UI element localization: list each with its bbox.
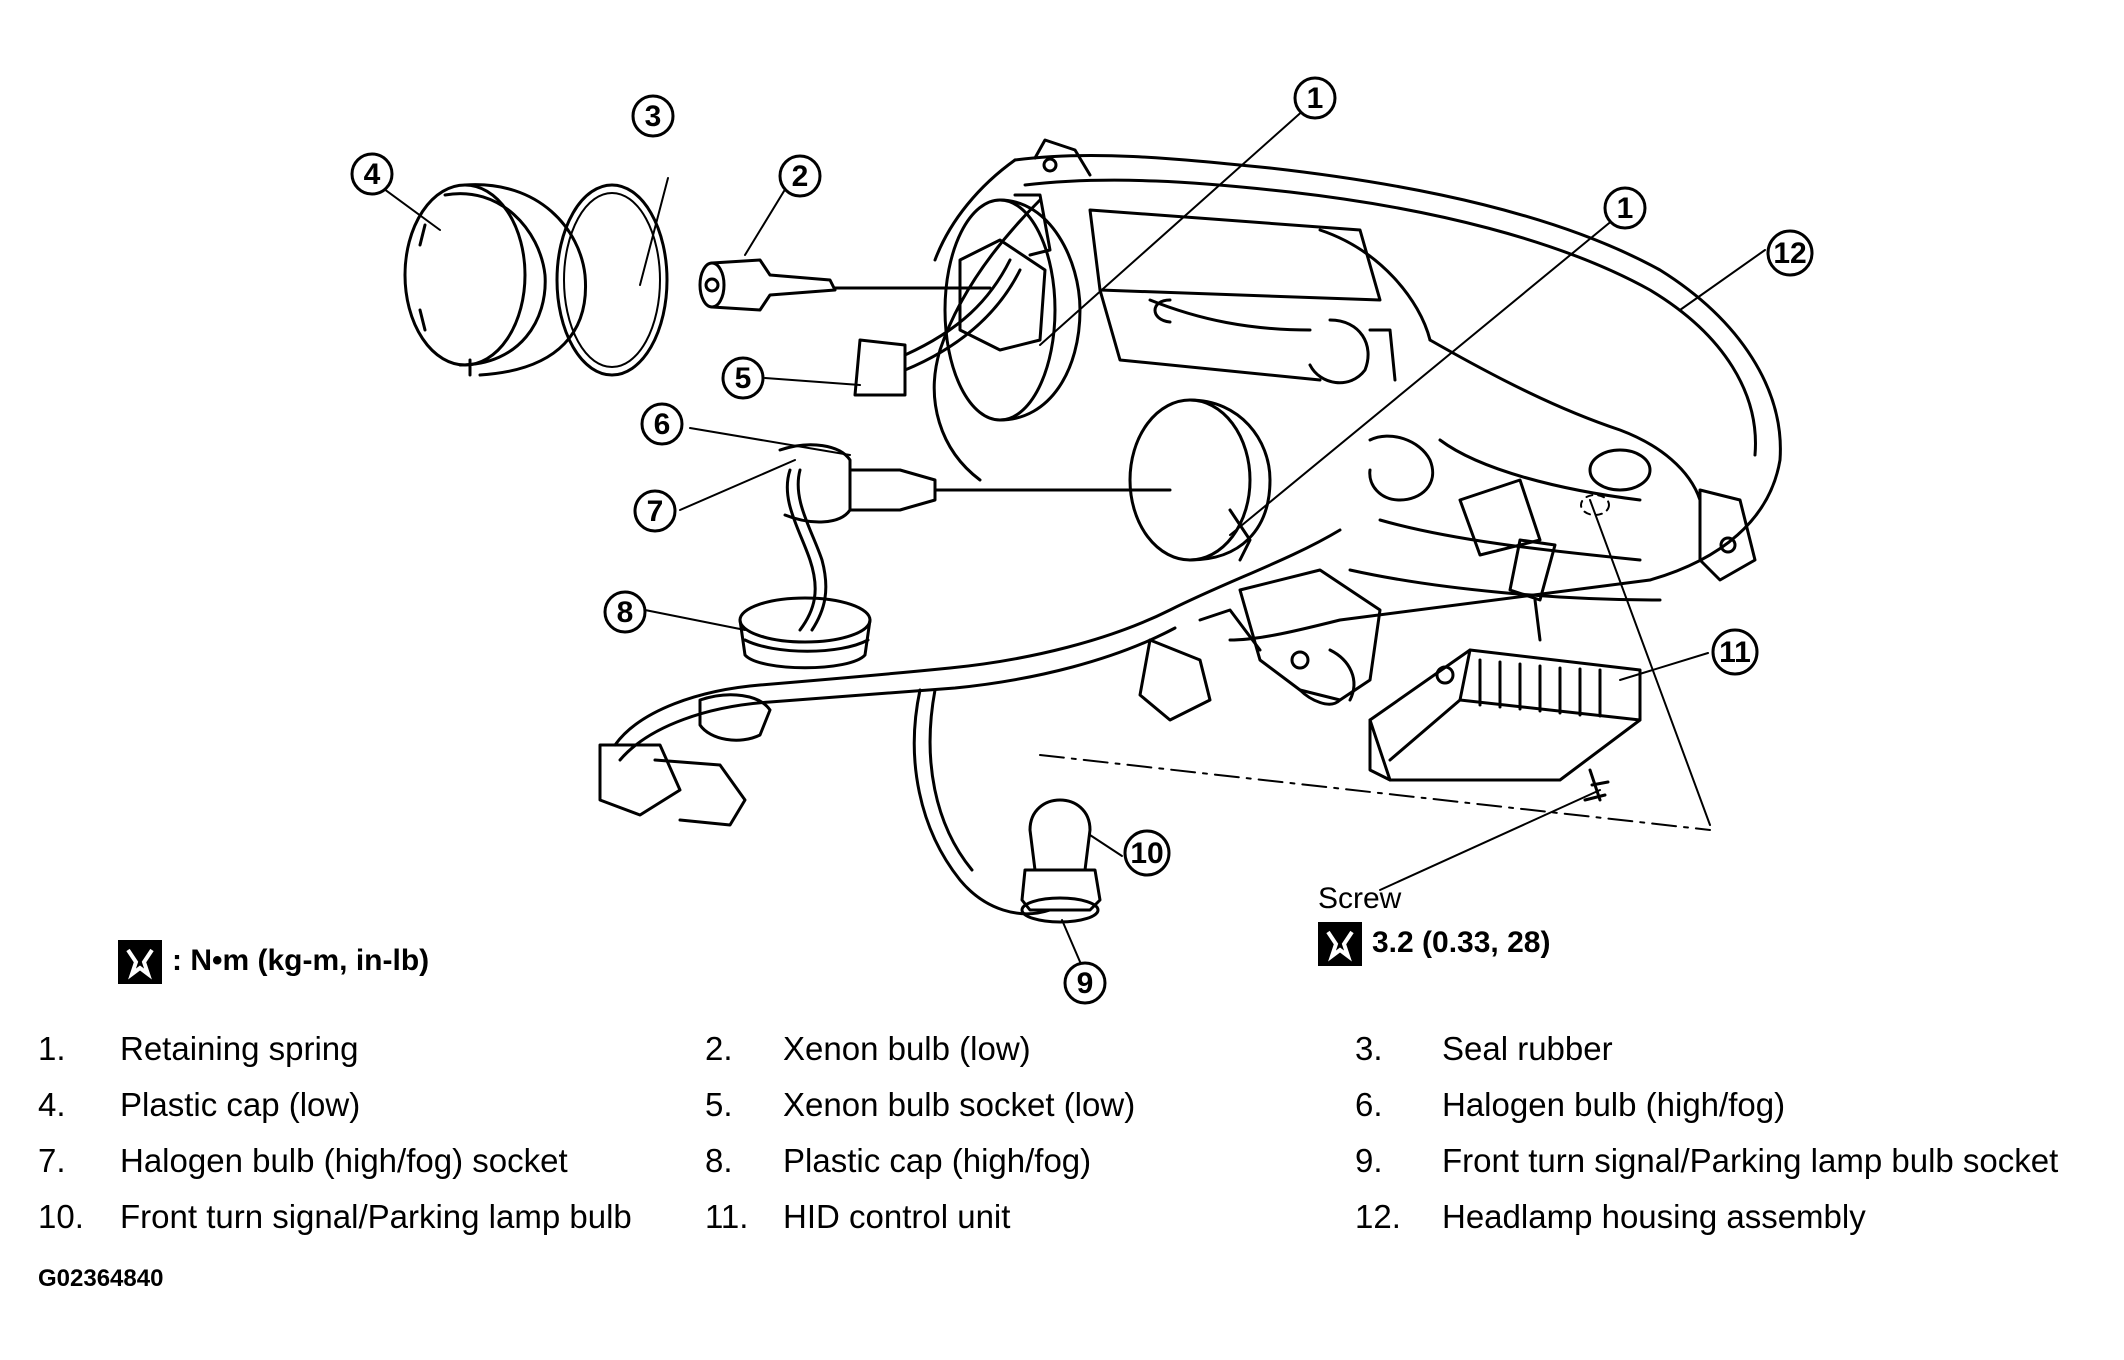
legend-num: 12.: [1355, 1198, 1401, 1235]
halogen-bulb-part: [778, 443, 1172, 632]
bracket-part: [1238, 568, 1382, 706]
callout-2: 2: [778, 154, 822, 198]
xenon-bulb-part: [698, 258, 992, 312]
callout-9: 9: [1063, 961, 1107, 1005]
legend-label: Xenon bulb (low): [783, 1030, 1031, 1067]
legend-label: Plastic cap (low): [120, 1086, 361, 1123]
screw-part: [1583, 768, 1610, 802]
callout-10: 10: [1123, 829, 1171, 877]
legend-label: Front turn signal/Parking lamp bulb: [120, 1198, 632, 1235]
legend-label: Halogen bulb (high/fog): [1442, 1086, 1786, 1123]
callout-group: 1 1 2 3 4 5 6 7: [350, 76, 1814, 1005]
svg-text:4: 4: [364, 158, 381, 191]
svg-text:7: 7: [647, 495, 664, 528]
svg-text:2: 2: [792, 160, 809, 193]
screw-torque-value: 3.2 (0.33, 28): [1372, 925, 1551, 959]
turn-signal-bulb-part: [1020, 798, 1102, 924]
screw-torque: 3.2 (0.33, 28): [1318, 922, 1550, 966]
callout-1a: 1: [1293, 76, 1337, 120]
legend-label: Seal rubber: [1442, 1030, 1613, 1067]
legend-label: Front turn signal/Parking lamp bulb sock…: [1442, 1142, 2059, 1179]
svg-text:11: 11: [1719, 636, 1751, 669]
callout-3: 3: [631, 94, 675, 138]
legend-num: 5.: [705, 1086, 733, 1123]
legend-num: 6.: [1355, 1086, 1383, 1123]
legend-label: Plastic cap (high/fog): [783, 1142, 1092, 1179]
high-beam-socket-part: [1128, 398, 1272, 562]
svg-text:6: 6: [654, 408, 671, 441]
legend-num: 10.: [38, 1198, 84, 1235]
legend-label: Headlamp housing assembly: [1442, 1198, 1866, 1235]
svg-text:5: 5: [735, 362, 752, 395]
callout-12: 12: [1766, 229, 1814, 277]
callout-5: 5: [721, 356, 765, 400]
legend-num: 3.: [1355, 1030, 1383, 1067]
svg-text:1: 1: [1307, 82, 1324, 115]
xenon-socket-part: [853, 258, 1022, 397]
callout-7: 7: [633, 489, 677, 533]
svg-text:8: 8: [617, 596, 634, 629]
legend-num: 1.: [38, 1030, 66, 1067]
legend-num: 9.: [1355, 1142, 1383, 1179]
svg-text:10: 10: [1130, 837, 1163, 870]
torque-unit-note: : N•m (kg-m, in-lb): [118, 940, 429, 984]
parts-legend: 1. Retaining spring 2. Xenon bulb (low) …: [0, 1030, 2124, 1270]
figure-code: G02364840: [38, 1265, 164, 1292]
hid-control-unit-part: [1368, 478, 1642, 782]
legend-num: 2.: [705, 1030, 733, 1067]
legend-num: 4.: [38, 1086, 66, 1123]
callout-11: 11: [1711, 628, 1759, 676]
svg-text:3: 3: [645, 100, 662, 133]
svg-text:9: 9: [1077, 967, 1094, 1000]
plastic-cap-high-part: [738, 596, 872, 670]
callout-4: 4: [350, 152, 394, 196]
wiring-harness-part: [598, 528, 1342, 916]
headlamp-housing-part: [932, 138, 1782, 642]
svg-text:12: 12: [1773, 237, 1806, 270]
dash-line: [1039, 754, 1711, 831]
headlamp-exploded-diagram: 1 1 2 3 4 5 6 7: [350, 76, 1814, 1005]
torque-wrench-icon: [1318, 922, 1362, 966]
svg-text:1: 1: [1617, 192, 1634, 225]
seal-rubber-part: [555, 183, 669, 377]
callout-1b: 1: [1603, 186, 1647, 230]
legend-num: 8.: [705, 1142, 733, 1179]
torque-unit-text: : N•m (kg-m, in-lb): [172, 943, 430, 977]
legend-label: Halogen bulb (high/fog) socket: [120, 1142, 568, 1179]
legend-num: 11.: [705, 1198, 749, 1235]
screw-label: Screw: [1318, 882, 1402, 915]
plastic-cap-low-part: [403, 183, 588, 377]
torque-wrench-icon: [118, 940, 162, 984]
legend-label: Xenon bulb socket (low): [783, 1086, 1136, 1123]
legend-num: 7.: [38, 1142, 66, 1179]
leader-lines: [368, 99, 1766, 986]
legend-label: Retaining spring: [120, 1030, 359, 1067]
callout-8: 8: [603, 590, 647, 634]
legend-label: HID control unit: [783, 1198, 1011, 1235]
callout-6: 6: [640, 402, 684, 446]
